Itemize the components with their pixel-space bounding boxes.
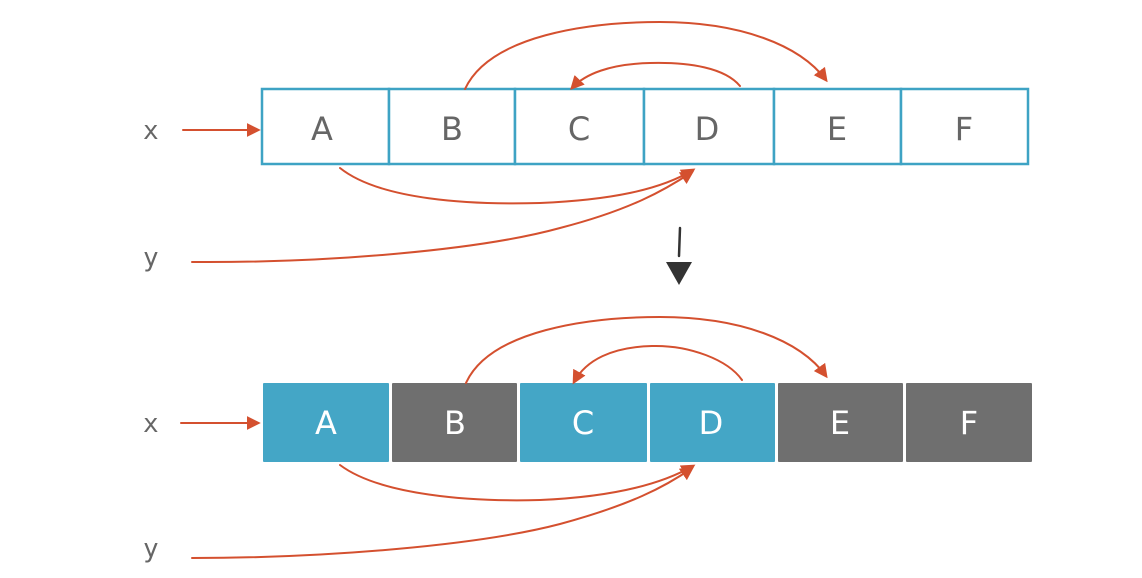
bottom-cell-d-label: D xyxy=(699,404,724,442)
bottom-cell-a: A xyxy=(263,383,389,462)
top-ref-a-to-d xyxy=(339,167,696,205)
top-cell-a: A xyxy=(260,87,391,166)
bottom-cell-c: C xyxy=(520,383,647,462)
bottom-cell-c-label: C xyxy=(572,404,594,442)
top-cell-e: E xyxy=(772,87,903,166)
top-ref-d-to-c xyxy=(570,61,741,91)
top-cell-c-label: C xyxy=(568,110,590,148)
top-y-pointer-arrow xyxy=(191,170,695,264)
top-diagram: x y A B C D E xyxy=(143,20,1030,273)
top-cell-b-label: B xyxy=(441,110,463,148)
bottom-cell-b: B xyxy=(392,383,517,462)
bottom-cell-e: E xyxy=(778,383,903,462)
bottom-cell-a-label: A xyxy=(315,404,337,442)
top-cell-e-label: E xyxy=(827,110,847,148)
top-cell-f: F xyxy=(899,87,1030,166)
bottom-ref-b-to-e xyxy=(465,315,828,384)
bottom-cell-f: F xyxy=(906,383,1032,462)
top-cell-d-label: D xyxy=(695,110,720,148)
bottom-cell-f-label: F xyxy=(960,404,978,442)
bottom-array: A B C D E F xyxy=(263,383,1032,462)
top-cell-c: C xyxy=(513,87,646,166)
transition-down-arrowhead xyxy=(666,262,692,285)
top-pointer-x-label: x xyxy=(143,116,159,146)
bottom-y-pointer-arrow xyxy=(191,466,695,559)
top-pointer-y-label: y xyxy=(143,243,159,273)
bottom-ref-d-to-c xyxy=(572,344,743,385)
transition-down-arrow xyxy=(677,226,682,258)
bottom-cell-e-label: E xyxy=(830,404,850,442)
bottom-ref-a-to-d xyxy=(339,464,696,502)
bottom-pointer-y-label: y xyxy=(143,534,159,564)
bottom-cell-d: D xyxy=(650,383,775,462)
top-cell-d: D xyxy=(642,87,776,166)
top-ref-b-to-e xyxy=(464,20,828,90)
bottom-diagram: x y A B C D E xyxy=(143,315,1032,564)
top-cell-f-label: F xyxy=(955,110,973,148)
top-cell-a-label: A xyxy=(311,110,333,148)
bottom-cell-b-label: B xyxy=(444,404,466,442)
bottom-pointer-x-label: x xyxy=(143,409,159,439)
top-array: A B C D E F xyxy=(260,87,1030,166)
top-cell-b: B xyxy=(387,87,517,166)
